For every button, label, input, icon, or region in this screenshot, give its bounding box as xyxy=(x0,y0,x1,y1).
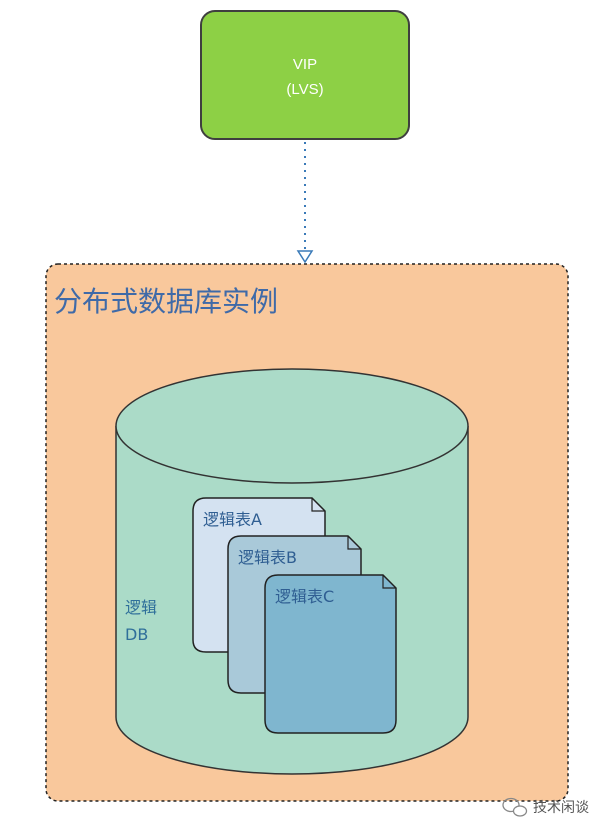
table-c-label: 逻辑表C xyxy=(275,587,334,606)
cylinder-top xyxy=(115,368,469,484)
table-a-label: 逻辑表A xyxy=(203,510,262,529)
arrowhead-icon xyxy=(296,250,314,264)
lvs-label: (LVS) xyxy=(286,81,323,98)
vip-box xyxy=(200,10,410,140)
wechat-icon xyxy=(502,797,528,817)
table-c-shape xyxy=(264,574,397,734)
vip-label: VIP xyxy=(293,56,317,73)
watermark-text: 技术闲谈 xyxy=(533,800,589,816)
logical-db-label-line1: 逻辑 xyxy=(125,598,157,617)
vip-to-instance-connector xyxy=(296,142,314,264)
table-c-fold-icon xyxy=(382,575,396,589)
table-b-fold-icon xyxy=(347,536,361,550)
logical-db-label-line2: DB xyxy=(125,625,148,644)
vip-lvs-node: VIP (LVS) xyxy=(200,10,410,140)
instance-title: 分布式数据库实例 xyxy=(54,285,278,318)
table-b-label: 逻辑表B xyxy=(238,548,297,567)
logical-table-c: 逻辑表C xyxy=(264,574,397,734)
watermark: 技术闲谈 xyxy=(502,797,589,817)
table-a-fold-icon xyxy=(311,498,325,512)
